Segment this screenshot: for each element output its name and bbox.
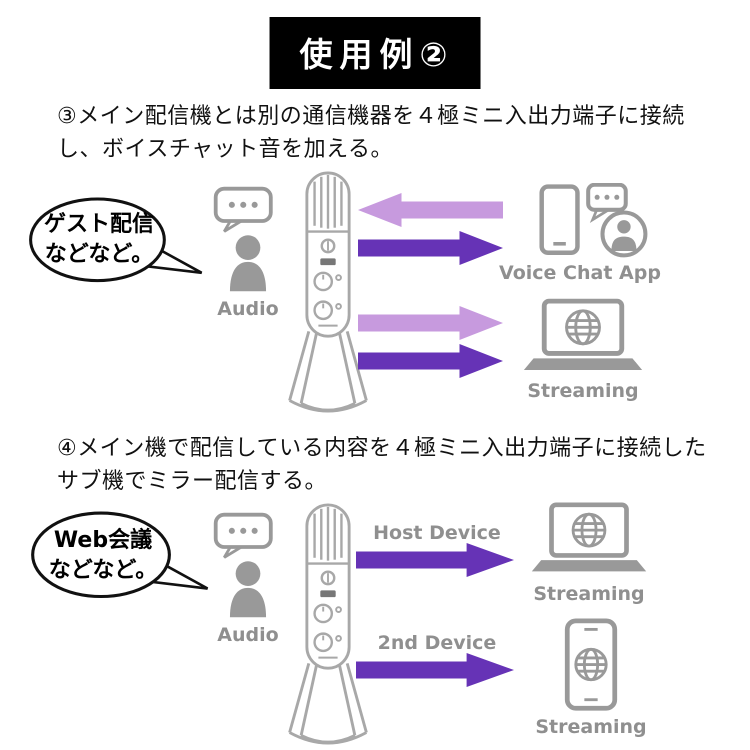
web-bubble-line1: Web会議 [53, 528, 153, 553]
page-title-banner: 使用例② [269, 17, 481, 89]
page-title: 使用例② [299, 35, 455, 74]
host-device-label: Host Device [373, 522, 501, 544]
arrow-host-device [356, 543, 514, 577]
streaming-label-bottom: Streaming [535, 716, 647, 738]
second-device-label: 2nd Device [377, 632, 497, 654]
microphone-icon [288, 171, 368, 413]
laptop-streaming-icon-2 [528, 502, 650, 577]
arrow-to-streaming-dark [358, 344, 503, 378]
arrow-mic-to-voicechat [358, 231, 503, 265]
streaming-label: Streaming [527, 380, 639, 402]
voice-chat-app-label: Voice Chat App [499, 262, 661, 284]
audio-label: Audio [217, 298, 279, 320]
arrow-to-streaming-light [358, 306, 503, 340]
guest-bubble-line1: ゲスト配信 [43, 212, 154, 237]
laptop-streaming-icon [520, 298, 646, 376]
web-meeting-bubble-text: Web会議 などなど。 [22, 526, 184, 585]
arrow-2nd-device [356, 653, 514, 687]
streaming-label-top: Streaming [533, 583, 645, 605]
section4-description: ④メイン機で配信している内容を４極ミニ入出力端子に接続したサブ機でミラー配信する… [57, 436, 707, 494]
audio-label-2: Audio [217, 624, 279, 646]
guest-bubble-line2: などなど。 [44, 241, 154, 267]
person-audio-icon [213, 186, 273, 294]
web-bubble-line2: などなど。 [48, 557, 158, 583]
section3-description: ③メイン配信機とは別の通信機器を４極ミニ入出力端子に接続し、ボイスチャット音を加… [57, 104, 685, 162]
arrow-voicechat-to-mic [358, 193, 503, 227]
voice-chat-app-icon [538, 183, 650, 259]
person-audio-icon-2 [213, 512, 273, 620]
smartphone-streaming-icon [562, 618, 620, 713]
guest-bubble-text: ゲスト配信 などなど。 [18, 210, 180, 269]
